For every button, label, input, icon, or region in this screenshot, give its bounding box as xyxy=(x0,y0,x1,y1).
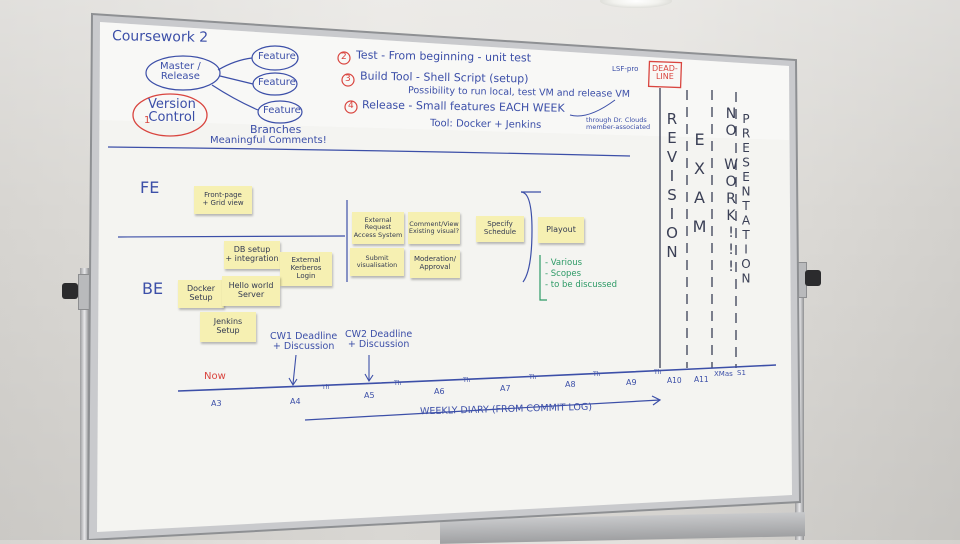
sticky-comment-view: Comment/View Existing visual? xyxy=(408,212,460,244)
whiteboard-glare xyxy=(100,22,789,140)
deadline-note: DEAD- LINE xyxy=(652,64,678,81)
feature-node-1: Feature xyxy=(258,51,296,62)
step-4-circle xyxy=(344,100,358,114)
exam-letters: EXAM xyxy=(690,130,709,246)
th-marker-3: Th xyxy=(463,377,471,384)
step-3-text: Build Tool - Shell Script (setup) xyxy=(359,69,529,86)
scopes-note: - Various - Scopes - to be discussed xyxy=(545,258,618,291)
step-4-number: 4 xyxy=(348,101,354,111)
step-2-circle xyxy=(337,51,351,65)
th-marker-5: Th xyxy=(593,371,601,378)
sticky-specify-schedule: Specify Schedule xyxy=(476,216,524,242)
cw2-label: CW2 Deadline + Discussion xyxy=(345,329,413,350)
master-release-outline xyxy=(145,55,221,91)
week-a8: A8 xyxy=(565,380,576,389)
weekly-diary-arrowhead xyxy=(651,395,662,406)
step-4-subtext: Tool: Docker + Jenkins xyxy=(429,118,542,131)
be-lane-label: BE xyxy=(142,279,164,298)
week-a9: A9 xyxy=(626,378,637,387)
feature-node-2: Feature xyxy=(258,77,296,88)
step-2-number: 2 xyxy=(341,52,347,62)
step-2-text: Test - From beginning - unit test xyxy=(355,48,532,65)
header-divider-line xyxy=(107,146,631,157)
feature-outline-3 xyxy=(257,100,303,124)
cw1-label: CW1 Deadline + Discussion xyxy=(270,331,338,352)
feature-node-3: Feature xyxy=(263,105,301,116)
timeline-axis xyxy=(177,364,777,392)
week-a11: A11 xyxy=(694,375,709,384)
th-marker-2: Th xyxy=(394,380,402,387)
column-no-work: NO WORK!!! xyxy=(717,106,745,276)
through-arrow xyxy=(569,99,616,117)
sticky-moderation: Moderation/ Approval xyxy=(410,250,460,278)
th-marker-1: Th xyxy=(322,384,330,391)
version-control-label: Version Control xyxy=(148,97,196,125)
week-xmas: XMas xyxy=(714,370,733,378)
meaningful-comments-label: Meaningful Comments! xyxy=(210,135,327,146)
board-title: Coursework 2 xyxy=(111,28,209,46)
fe-be-divider-line xyxy=(117,235,346,238)
branches-label: Branches xyxy=(250,123,302,136)
branch-line-1 xyxy=(217,57,253,71)
week-a4: A4 xyxy=(290,397,301,406)
presentation-letters: PRESENTATION xyxy=(739,112,753,286)
sticky-submit-visualisation: Submit visualisation xyxy=(350,248,404,276)
branch-line-3 xyxy=(211,84,259,111)
sticky-docker-setup: Docker Setup xyxy=(178,280,224,308)
sticky-db-setup: DB setup + integration xyxy=(224,241,280,269)
week-a10: A10 xyxy=(667,376,682,385)
deadline-box xyxy=(647,60,683,89)
sticky-playout: Playout xyxy=(538,217,584,243)
ceiling-light xyxy=(600,0,672,8)
cw2-arrowhead xyxy=(364,373,374,383)
sticky-external-request: External Request Access System xyxy=(352,212,404,244)
cw1-arrow xyxy=(292,354,297,385)
step-3-number: 3 xyxy=(345,74,351,84)
week-a6: A6 xyxy=(434,387,445,396)
th-marker-4: Th xyxy=(529,374,537,381)
week-a7: A7 xyxy=(500,384,511,393)
sticky-external-kerberos: External Kerberos Login xyxy=(280,252,332,286)
fe-lane-label: FE xyxy=(140,178,160,197)
column-revision: REVISION xyxy=(663,110,681,262)
lsf-note: LSF-pro xyxy=(612,65,639,73)
step-4-text: Release - Small features EACH WEEK xyxy=(361,98,565,115)
through-note: through Dr. Clouds member-associated xyxy=(586,116,651,131)
weekly-diary-arrow xyxy=(304,399,661,421)
week-a3: A3 xyxy=(211,399,222,408)
scopes-bracket-green xyxy=(539,255,547,301)
left-knob xyxy=(62,283,78,299)
stand-left-pole xyxy=(80,268,89,540)
right-knob xyxy=(805,270,821,286)
master-release-node: Master / Release xyxy=(160,61,201,82)
cw1-arrowhead xyxy=(288,377,298,387)
th-marker-6: Th xyxy=(654,369,662,376)
week-a5: A5 xyxy=(364,391,375,400)
revision-letters: REVISION xyxy=(663,110,681,262)
version-control-number: 1 xyxy=(144,115,151,126)
step-3-circle xyxy=(341,73,355,87)
branch-line-2 xyxy=(219,75,254,85)
version-control-outline xyxy=(132,93,208,137)
sticky-hello-world: Hello world Server xyxy=(222,276,280,306)
no-work-letters: NO WORK!!! xyxy=(723,106,739,276)
week-s1: S1 xyxy=(737,369,746,377)
column-presentation: PRESENTATION xyxy=(739,112,753,286)
sticky-jenkins-setup: Jenkins Setup xyxy=(200,312,256,342)
scope-bracket xyxy=(520,191,533,283)
sticky-front-page: Front-page + Grid view xyxy=(194,186,252,214)
now-label: Now xyxy=(204,371,226,382)
column-exam: EXAM xyxy=(690,130,709,246)
